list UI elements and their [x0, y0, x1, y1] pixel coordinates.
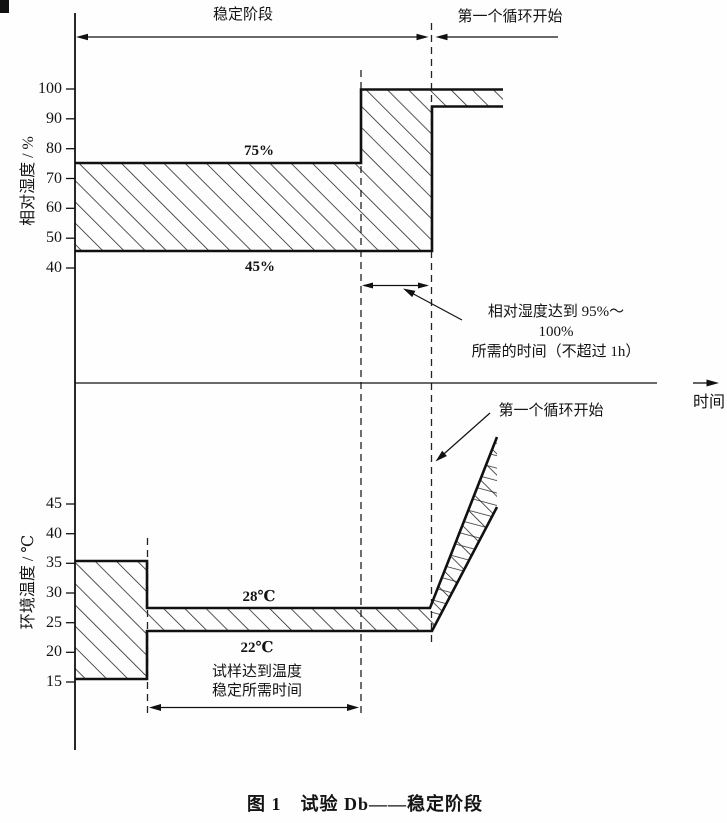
temp-tick-20: 20: [46, 643, 62, 660]
humidity-lower-label: 45%: [245, 259, 275, 275]
humidity-rise-span-arrow: [362, 282, 429, 289]
humidity-rise-note-line1: 相对湿度达到 95%～ 100%: [487, 304, 625, 340]
humidity-rise-note-line2: 所需的时间（不超过 1h）: [471, 344, 641, 360]
humidity-rise-note: 相对湿度达到 95%～ 100% 所需的时间（不超过 1h）: [471, 302, 642, 362]
first-cycle-span-arrow: [435, 33, 558, 41]
temp-upper-label: 28℃: [242, 589, 276, 605]
humidity-band-hatch: [75, 89, 503, 251]
temp-tick-45: 45: [46, 495, 62, 512]
first-cycle-top-label: 第一个循环开始: [457, 9, 563, 25]
temp-tick-30: 30: [46, 584, 62, 601]
humidity-tick-40: 40: [46, 259, 62, 276]
humidity-note-leader: [403, 288, 463, 321]
humidity-tick-80: 80: [46, 140, 62, 157]
temp-axis-ticks: [66, 503, 75, 683]
humidity-tick-100: 100: [38, 80, 62, 97]
temp-tick-35: 35: [46, 554, 62, 571]
stable-phase-label: 稳定阶段: [212, 7, 274, 23]
scan-artifact: [0, 0, 9, 13]
temp-lower-label: 22℃: [240, 640, 274, 656]
temp-band-hatch: [75, 437, 497, 679]
figure-caption: 图 1 试验 Db——稳定阶段: [246, 794, 484, 814]
humidity-axis-ticks: [66, 88, 75, 269]
time-axis-arrowhead: [706, 379, 719, 387]
temp-band-lower-limit: [75, 506, 499, 681]
humidity-band-upper-limit: [75, 88, 503, 165]
humidity-tick-90: 90: [46, 110, 62, 127]
temp-tick-25: 25: [46, 614, 62, 631]
humidity-tick-60: 60: [46, 199, 62, 216]
temp-ramp-hatch: [430, 437, 497, 631]
temp-band-upper-limit: [75, 436, 499, 610]
humidity-tick-50: 50: [46, 229, 62, 246]
humidity-band-lower-limit: [75, 105, 503, 253]
temp-stabilize-note-line2: 稳定所需时间: [211, 683, 303, 699]
first-cycle-bottom-label: 第一个循环开始: [498, 403, 604, 419]
humidity-tick-70: 70: [46, 170, 62, 187]
stable-phase-span-arrow: [76, 33, 429, 41]
temp-tick-15: 15: [46, 673, 62, 690]
temp-stabilize-note: 试样达到温度 稳定所需时间: [212, 663, 302, 701]
time-axis-label: 时间: [692, 394, 726, 411]
humidity-upper-label: 75%: [244, 143, 274, 159]
temp-stabilize-note-line1: 试样达到温度: [211, 664, 303, 680]
temp-tick-40: 40: [46, 525, 62, 542]
temp-stabilize-span-arrow: [149, 704, 359, 711]
first-cycle-bottom-leader: [435, 412, 491, 462]
